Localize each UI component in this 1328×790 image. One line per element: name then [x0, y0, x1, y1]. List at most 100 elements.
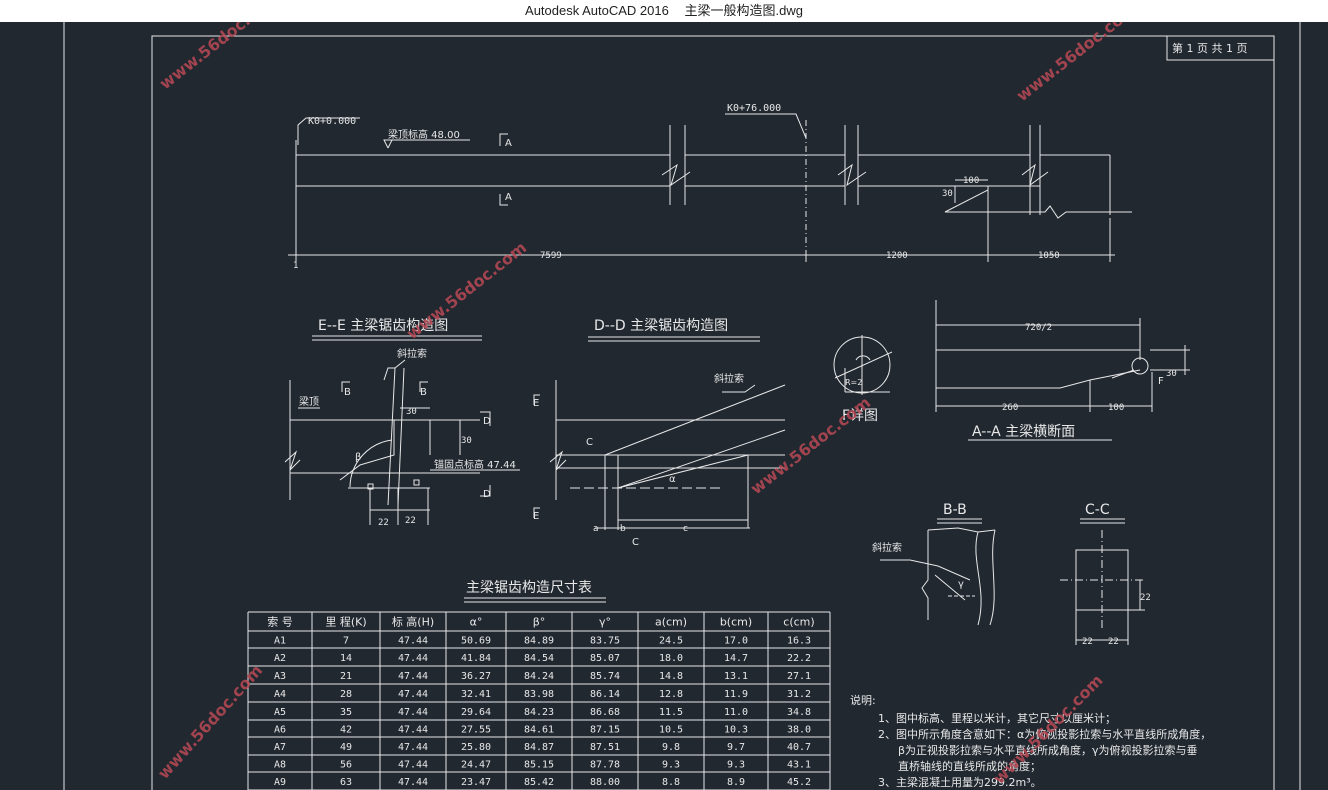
table-header-cell: γ°: [599, 616, 611, 629]
ee-d-bottom-label: D: [483, 489, 491, 500]
app-title: Autodesk AutoCAD 2016: [525, 3, 669, 18]
table-cell: 85.15: [524, 760, 554, 771]
table-cell: 14: [340, 653, 352, 664]
table-cell: 49: [340, 742, 352, 753]
watermark: www.56doc.com: [156, 22, 283, 93]
dd-cable-label: 斜拉索: [714, 372, 744, 385]
page-label: 第 1 页 共 1 页: [1172, 41, 1247, 55]
table-cell: 7: [343, 636, 349, 647]
table-cell: A8: [274, 760, 286, 771]
table-title: 主梁锯齿构造尺寸表: [466, 580, 592, 596]
table-cell: 36.27: [461, 671, 491, 682]
table-cell: 87.51: [590, 742, 620, 753]
note-line-3: β为正视投影拉索与水平直线所成角度，γ为俯视投影拉索与垂: [898, 743, 1198, 757]
section-a-top-label: A: [505, 138, 512, 149]
table-cell: 84.54: [524, 653, 554, 664]
table-cell: 29.64: [461, 707, 491, 718]
table-cell: 47.44: [398, 777, 428, 788]
dim-small-label: 1: [293, 261, 298, 271]
table-cell: 45.2: [787, 777, 811, 788]
table-cell: 8.8: [662, 777, 680, 788]
table-cell: 88.00: [590, 777, 620, 788]
table-cell: 18.0: [659, 653, 683, 664]
f-detail-view[interactable]: R=2 F详图: [833, 335, 893, 424]
ee-cable-label: 斜拉索: [397, 347, 427, 360]
table-cell: 43.1: [787, 760, 811, 771]
table-cell: 9.3: [662, 760, 680, 771]
table-cell: 47.44: [398, 671, 428, 682]
dd-b-label: b: [620, 524, 626, 534]
watermark: www.56doc.com: [154, 661, 266, 783]
bb-gamma-label: γ: [958, 579, 964, 590]
table-cell: 9.7: [727, 742, 745, 753]
dd-c-label: c: [683, 524, 688, 534]
bb-section-view[interactable]: B-B 斜拉索 γ: [872, 502, 996, 626]
table-cell: 42: [340, 725, 352, 736]
table-cell: 13.1: [724, 671, 748, 682]
dd-e-bottom-label: E: [533, 511, 539, 522]
table-cell: 47.44: [398, 742, 428, 753]
table-cell: 84.61: [524, 725, 554, 736]
table-cell: 31.2: [787, 689, 811, 700]
dimension-table[interactable]: 主梁锯齿构造尺寸表 索 号里 程(K)标 高(H)α°β°γ°a(cm)b(cm…: [247, 580, 831, 790]
dd-section-view[interactable]: D--D 主梁锯齿构造图 斜拉索 E E C C α a: [533, 318, 786, 548]
table-cell: 9.3: [727, 760, 745, 771]
table-header-cell: 标 高(H): [392, 615, 434, 629]
table-cell: 47.44: [398, 707, 428, 718]
cc-section-view[interactable]: C-C 22 22 22: [1060, 502, 1151, 647]
ee-section-view[interactable]: E--E 主梁锯齿构造图: [284, 318, 520, 528]
table-cell: A1: [274, 636, 286, 647]
table-cell: 47.44: [398, 653, 428, 664]
table-cell: 28: [340, 689, 352, 700]
dd-title: D--D 主梁锯齿构造图: [594, 318, 728, 334]
ee-dim-22b: 22: [405, 516, 416, 526]
table-cell: 24.5: [659, 636, 683, 647]
table-cell: 83.75: [590, 636, 620, 647]
ee-dim-22a: 22: [378, 518, 389, 528]
table-cell: 84.23: [524, 707, 554, 718]
aa-title: A--A 主梁横断面: [972, 424, 1075, 440]
station-end-label: K0+76.000: [727, 103, 781, 114]
table-cell: 86.14: [590, 689, 620, 700]
table-cell: 10.3: [724, 725, 748, 736]
ee-anchor-label: 锚固点标高 47.44: [434, 458, 516, 471]
table-cell: 17.0: [724, 636, 748, 647]
table-cell: A9: [274, 777, 286, 788]
drawing-frames: [63, 22, 1301, 790]
table-cell: 47.44: [398, 760, 428, 771]
aa-section-view[interactable]: 720/2 260 100 30 F A--A 主梁横断面: [935, 300, 1190, 441]
f-detail-title: F详图: [842, 408, 878, 424]
table-cell: 9.8: [662, 742, 680, 753]
table-cell: 16.3: [787, 636, 811, 647]
table-cell: 40.7: [787, 742, 811, 753]
cc-dim-22-left: 22: [1082, 637, 1093, 647]
table-header-cell: a(cm): [655, 616, 687, 629]
drawing-canvas[interactable]: 第 1 页 共 1 页: [0, 22, 1328, 790]
table-cell: 87.78: [590, 760, 620, 771]
ee-dim-30-side: 30: [461, 436, 472, 446]
table-cell: 25.80: [461, 742, 491, 753]
beam-elevation-view[interactable]: K0+0.000 K0+76.000 梁顶标高 48.00 A A 7599 1…: [288, 103, 1132, 271]
dim-total-label: 7599: [540, 251, 562, 261]
table-cell: 41.84: [461, 653, 491, 664]
table-cell: A5: [274, 707, 286, 718]
beam-top-elevation-label: 梁顶标高 48.00: [388, 128, 460, 141]
table-cell: 27.1: [787, 671, 811, 682]
bb-cable-label: 斜拉索: [872, 541, 902, 554]
dd-a-label: a: [593, 524, 599, 534]
table-header-cell: β°: [533, 616, 546, 629]
table-cell: 84.87: [524, 742, 554, 753]
ee-b-left-label: B: [344, 387, 351, 398]
aa-dim-30: 30: [1166, 369, 1177, 379]
table-cell: 21: [340, 671, 352, 682]
ee-b-right-label: B: [420, 387, 427, 398]
aa-dim-260: 260: [1002, 403, 1018, 413]
table-cell: 86.68: [590, 707, 620, 718]
table-cell: 85.07: [590, 653, 620, 664]
table-cell: 85.42: [524, 777, 554, 788]
table-header-cell: 里 程(K): [325, 616, 366, 629]
table-cell: 38.0: [787, 725, 811, 736]
table-header-cell: α°: [470, 616, 483, 629]
table-cell: 85.74: [590, 671, 620, 682]
